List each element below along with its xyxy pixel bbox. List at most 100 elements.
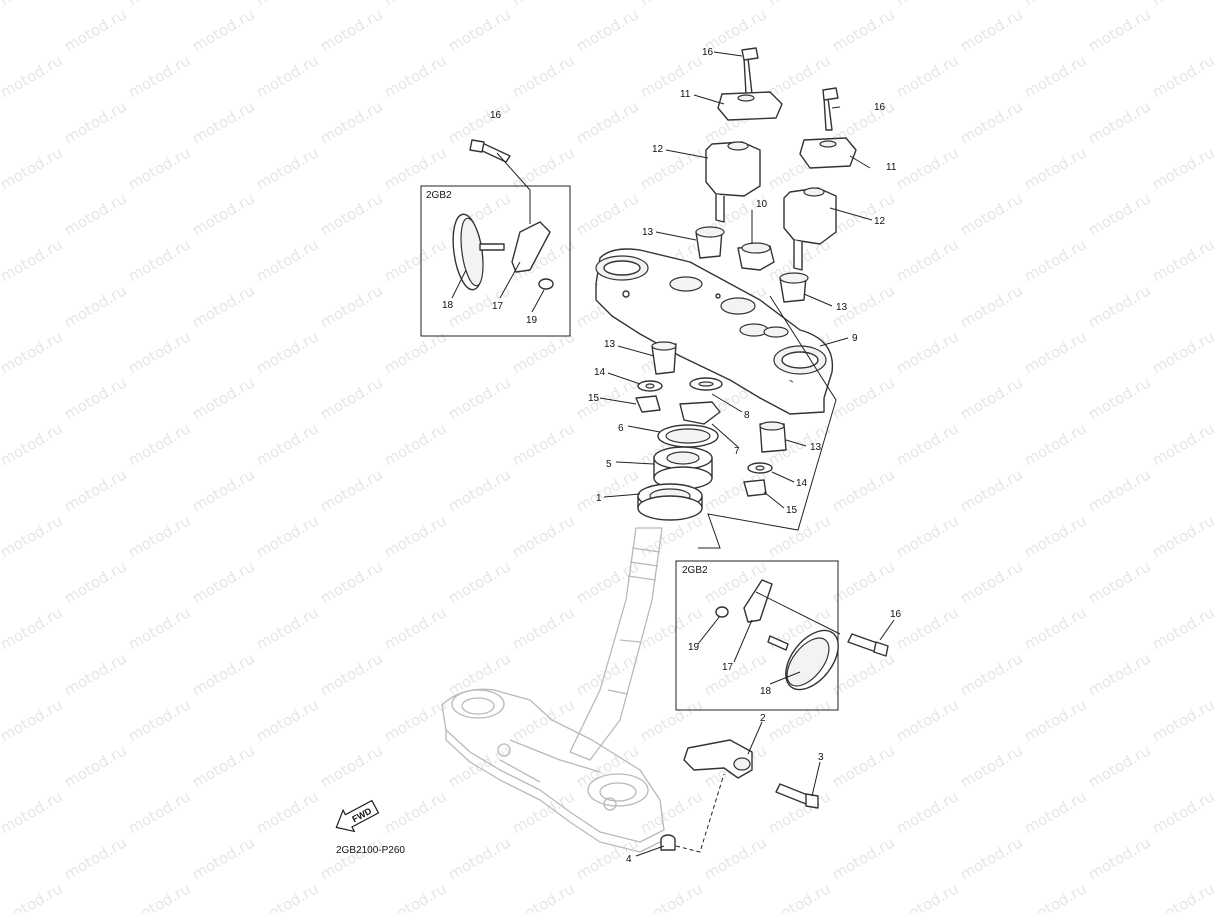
watermark-text: motod.ru (61, 741, 130, 791)
upper-bracket (595, 248, 834, 415)
callout-13: 13 (836, 302, 848, 313)
watermark-text: motod.ru (701, 833, 770, 883)
watermark-text: motod.ru (125, 511, 194, 561)
callout-17: 17 (492, 301, 504, 312)
watermark-text: motod.ru (189, 97, 258, 147)
callout-14: 14 (594, 367, 606, 378)
watermark-text: motod.ru (1149, 695, 1217, 745)
watermark-text: motod.ru (1085, 373, 1154, 423)
callout-16: 16 (490, 110, 502, 121)
watermark-text: motod.ru (1213, 557, 1217, 607)
watermark-text: motod.ru (0, 603, 66, 653)
watermark-text: motod.ru (1213, 373, 1217, 423)
watermark-text: motod.ru (189, 281, 258, 331)
watermark-text: motod.ru (189, 557, 258, 607)
watermark-text: motod.ru (253, 787, 322, 837)
watermark-text: motod.ru (0, 787, 66, 837)
watermark-text: motod.ru (893, 143, 962, 193)
watermark-text: motod.ru (957, 97, 1026, 147)
handlebar-holder-left (705, 47, 783, 223)
watermark-text: motod.ru (253, 51, 322, 101)
callout-18: 18 (760, 686, 772, 697)
watermark-text: motod.ru (0, 833, 2, 883)
watermark-text: motod.ru (1213, 833, 1217, 883)
watermark-text: motod.ru (509, 51, 578, 101)
watermark-text: motod.ru (893, 51, 962, 101)
watermark-text: motod.ru (829, 373, 898, 423)
watermark-text: motod.ru (829, 833, 898, 883)
watermark-text: motod.ru (893, 235, 962, 285)
watermark-text: motod.ru (445, 373, 514, 423)
watermark-text: motod.ru (1021, 235, 1090, 285)
watermark-text: motod.ru (381, 51, 450, 101)
watermark-text: motod.ru (0, 97, 2, 147)
watermark-text: motod.ru (1021, 143, 1090, 193)
watermark-text: motod.ru (829, 557, 898, 607)
leader-lines (451, 51, 895, 857)
watermark-text: motod.ru (1149, 51, 1217, 101)
watermark-text: motod.ru (1213, 281, 1217, 331)
watermark-text: motod.ru (829, 465, 898, 515)
watermark-text: motod.ru (0, 879, 66, 913)
callout-3: 3 (818, 752, 824, 763)
watermark-text: motod.ru (61, 97, 130, 147)
callout-16: 16 (890, 609, 902, 620)
watermark-text: motod.ru (0, 235, 66, 285)
watermark-text: motod.ru (253, 879, 322, 913)
watermark-text: motod.ru (0, 143, 66, 193)
watermark-text: motod.ru (1021, 787, 1090, 837)
callout-14: 14 (796, 478, 808, 489)
watermark-text: motod.ru (0, 327, 66, 377)
watermark-text: motod.ru (1085, 741, 1154, 791)
watermark-text: motod.ru (637, 695, 706, 745)
callout-6: 6 (618, 423, 624, 434)
watermark-text: motod.ru (61, 281, 130, 331)
watermark-text: motod.ru (573, 465, 642, 515)
watermark-text: motod.ru (765, 511, 834, 561)
bolt-16 (469, 139, 889, 657)
watermark-text: motod.ru (957, 373, 1026, 423)
watermark-text: motod.ru (317, 741, 386, 791)
watermark-text: motod.ru (317, 557, 386, 607)
watermark-text: motod.ru (1149, 327, 1217, 377)
watermark-text: motod.ru (0, 741, 2, 791)
watermark-text: motod.ru (1021, 603, 1090, 653)
watermark-text: motod.ru (765, 695, 834, 745)
watermark-text: motod.ru (445, 281, 514, 331)
watermark-text: motod.ru (253, 603, 322, 653)
watermark-text: motod.ru (1149, 603, 1217, 653)
watermark-text: motod.ru (381, 327, 450, 377)
watermark-text: motod.ru (893, 787, 962, 837)
callout-13: 13 (810, 442, 822, 453)
watermark-text: motod.ru (573, 649, 642, 699)
watermark-text: motod.ru (957, 557, 1026, 607)
watermark-text: motod.ru (381, 419, 450, 469)
watermark-text: motod.ru (1021, 695, 1090, 745)
watermark-text: motod.ru (1085, 5, 1154, 55)
watermark-text: motod.ru (637, 51, 706, 101)
watermark-text: motod.ru (509, 695, 578, 745)
watermark-text: motod.ru (1021, 879, 1090, 913)
callout-12: 12 (652, 144, 664, 155)
watermark-text: motod.ru (1085, 97, 1154, 147)
watermark-text: motod.ru (1021, 0, 1090, 9)
watermark-text: motod.ru (253, 419, 322, 469)
watermark-text: motod.ru (61, 189, 130, 239)
watermark-text: motod.ru (0, 0, 66, 9)
cable-guide (660, 739, 819, 851)
watermark-text: motod.ru (957, 281, 1026, 331)
watermark-text: motod.ru (0, 695, 66, 745)
watermark-text: motod.ru (0, 465, 2, 515)
watermark-text: motod.ru (1149, 879, 1217, 913)
watermark-text: motod.ru (125, 235, 194, 285)
watermark-text: motod.ru (125, 143, 194, 193)
bearings-and-seals (637, 424, 719, 521)
callout-16: 16 (874, 102, 886, 113)
watermark-text: motod.ru (1021, 419, 1090, 469)
watermark-text: motod.ru (893, 327, 962, 377)
watermark-text: motod.ru (893, 0, 962, 9)
fwd-arrow: FWD (335, 799, 380, 833)
watermark-text: motod.ru (253, 0, 322, 9)
callout-19: 19 (526, 315, 538, 326)
watermark-text: motod.ru (573, 5, 642, 55)
